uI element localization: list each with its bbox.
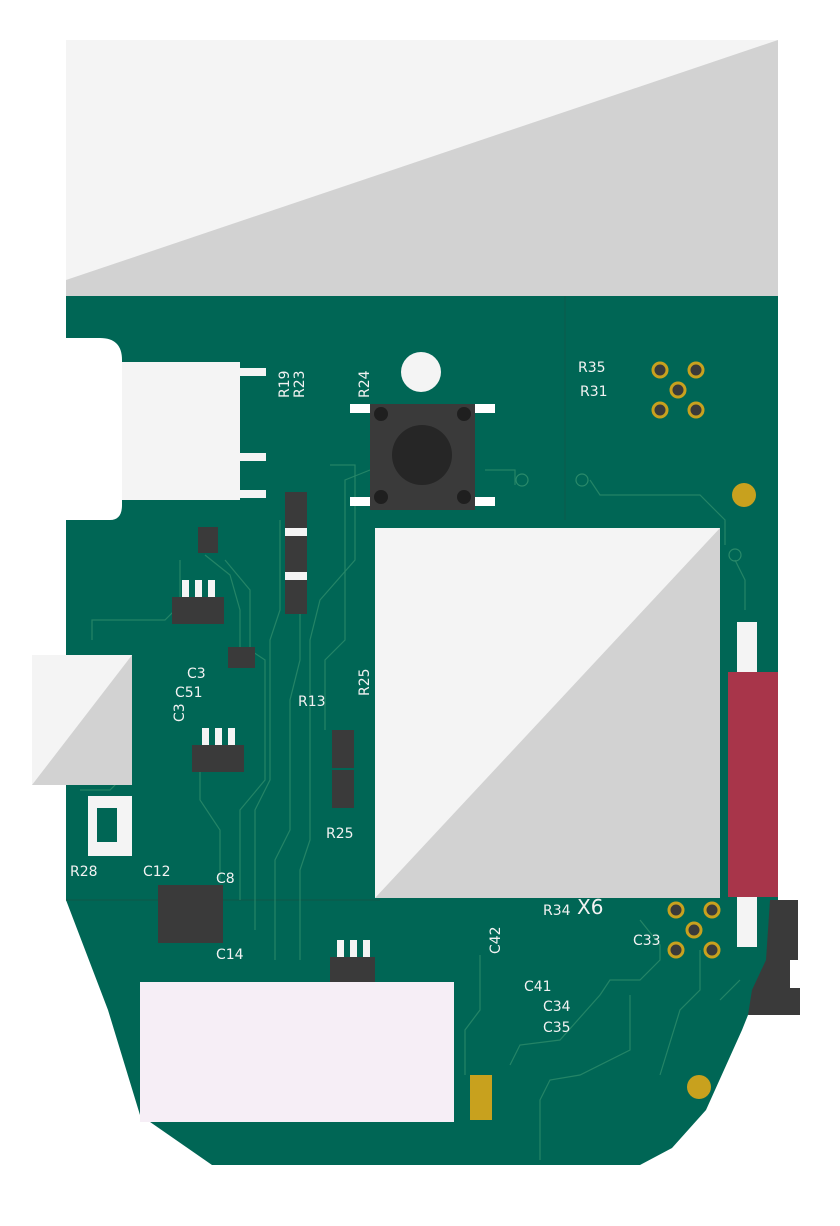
label-r24: R24 bbox=[357, 370, 373, 398]
label-c42: C42 bbox=[488, 926, 504, 954]
capacitor-pair bbox=[332, 730, 354, 808]
tactile-switch[interactable] bbox=[350, 404, 495, 510]
label-c3-a: C3 bbox=[187, 666, 206, 682]
label-sticker bbox=[140, 982, 454, 1122]
resistor-array bbox=[285, 492, 307, 614]
component-small-2 bbox=[228, 647, 255, 668]
side-connector-left bbox=[122, 362, 266, 500]
label-c3-b: C3 bbox=[172, 703, 188, 722]
label-r28: R28 bbox=[70, 864, 98, 880]
mounting-hole bbox=[401, 352, 441, 392]
silkscreen-labels: R19 R23 R24 R35 R31 C3 C51 C3 R13 R25 R2… bbox=[70, 360, 661, 1036]
transistor-sot23-b bbox=[192, 728, 244, 772]
side-connector-red bbox=[728, 622, 778, 947]
switch-actuator[interactable] bbox=[392, 425, 452, 485]
test-pads-bottom-right bbox=[667, 901, 721, 959]
label-r31: R31 bbox=[580, 384, 608, 400]
label-c41: C41 bbox=[524, 979, 552, 995]
transistor-sot23-c bbox=[330, 940, 375, 982]
side-connector-block bbox=[32, 655, 132, 785]
label-c14: C14 bbox=[216, 947, 244, 963]
top-shield-cover bbox=[66, 40, 778, 296]
label-r25-a: R25 bbox=[357, 668, 373, 696]
ic-chip-large bbox=[158, 885, 223, 943]
label-c34: C34 bbox=[543, 999, 571, 1015]
label-r19: R19 bbox=[277, 370, 293, 398]
component-r28 bbox=[88, 796, 132, 856]
battery-connector bbox=[748, 900, 800, 1015]
label-c8: C8 bbox=[216, 871, 235, 887]
component-small-1 bbox=[198, 527, 218, 553]
transistor-sot23-a bbox=[172, 580, 224, 624]
label-r25-b: R25 bbox=[326, 826, 354, 842]
test-pads-top-right bbox=[651, 361, 705, 419]
gold-pad-small bbox=[470, 1075, 492, 1120]
label-r23: R23 bbox=[292, 370, 308, 398]
label-r35: R35 bbox=[578, 360, 606, 376]
label-c35: C35 bbox=[543, 1020, 571, 1036]
gold-pad-bottom bbox=[687, 1075, 711, 1099]
label-x6: X6 bbox=[577, 895, 603, 919]
label-r34: R34 bbox=[543, 903, 571, 919]
label-c51: C51 bbox=[175, 685, 203, 701]
label-r13: R13 bbox=[298, 694, 326, 710]
gold-pad-right bbox=[732, 483, 756, 507]
label-c12: C12 bbox=[143, 864, 171, 880]
label-c33: C33 bbox=[633, 933, 661, 949]
rf-shield-can bbox=[375, 528, 720, 898]
